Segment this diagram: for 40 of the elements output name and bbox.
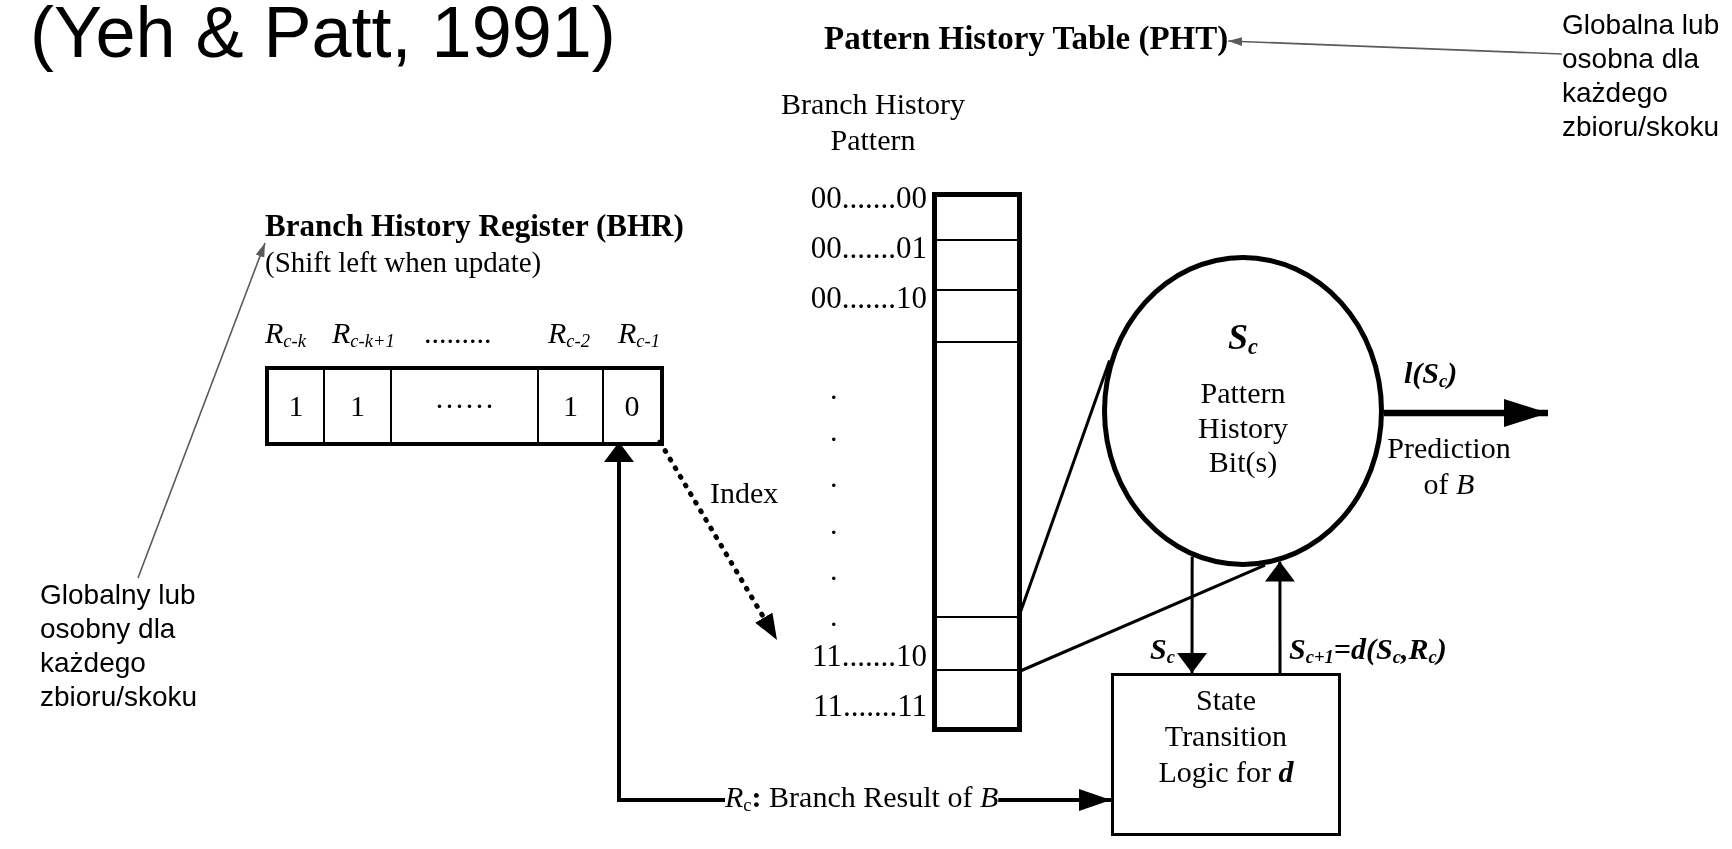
ellipsis-dot: .	[830, 414, 838, 448]
row-pattern-label: 00.......00	[809, 180, 927, 216]
ellipsis-dot: .	[830, 372, 838, 406]
table-row	[936, 342, 1018, 617]
arrow	[1264, 561, 1295, 673]
ellipsis-dot: .	[830, 507, 838, 541]
prediction-label: Prediction of B	[1386, 430, 1512, 502]
arrow	[1177, 556, 1208, 673]
ellipsis-dot: .	[830, 460, 838, 494]
table-title: Pattern History Table (PHT)	[824, 20, 1229, 57]
bit-position-label: R$_{c-1}$	[618, 316, 661, 350]
register-bit: 1	[539, 370, 604, 442]
dotted-arrow	[657, 439, 780, 643]
row-pattern-label: 00.......01	[809, 230, 927, 266]
row-pattern-label: 11.......11	[812, 688, 927, 724]
branch-result-label: R$_{c}$: Branch Result of B	[725, 780, 999, 814]
ellipsis-dot: .	[830, 553, 838, 587]
register-bit: ······	[392, 370, 539, 442]
column-header: Branch History Pattern	[779, 86, 967, 158]
register-bit: 1	[325, 370, 392, 442]
register-subtitle: (Shift left when update)	[265, 246, 542, 279]
state-symbol: S$_{c}$	[1227, 316, 1259, 358]
annotation-text: Globalna lub osobna dla każdego zbioru/skoku	[1562, 8, 1730, 145]
arrow	[998, 789, 1111, 811]
row-pattern-label: 11.......10	[810, 638, 927, 674]
annotation-text: Globalny lub osobny dla każdego zbioru/skoku	[40, 578, 240, 715]
register-bit: 1	[269, 370, 325, 442]
register-bit: 0	[604, 370, 660, 442]
ellipsis: .........	[424, 316, 492, 350]
leader-arrow	[1227, 37, 1563, 55]
register-title: Branch History Register (BHR)	[265, 208, 684, 244]
bit-position-label: R$_{c-k+1}$	[332, 316, 395, 350]
leader-arrow	[137, 242, 266, 579]
ellipsis-dot: .	[830, 599, 838, 633]
row-pattern-label: 00.......10	[809, 280, 927, 316]
state-circle	[1102, 255, 1384, 567]
circle-caption: Pattern History Bit(s)	[1197, 376, 1289, 480]
logic-box: State Transition Logic for d	[1111, 673, 1341, 836]
bit-position-label: R$_{c-2}$	[548, 316, 591, 350]
bit-position-label: R$_{c-k}$	[265, 316, 307, 350]
